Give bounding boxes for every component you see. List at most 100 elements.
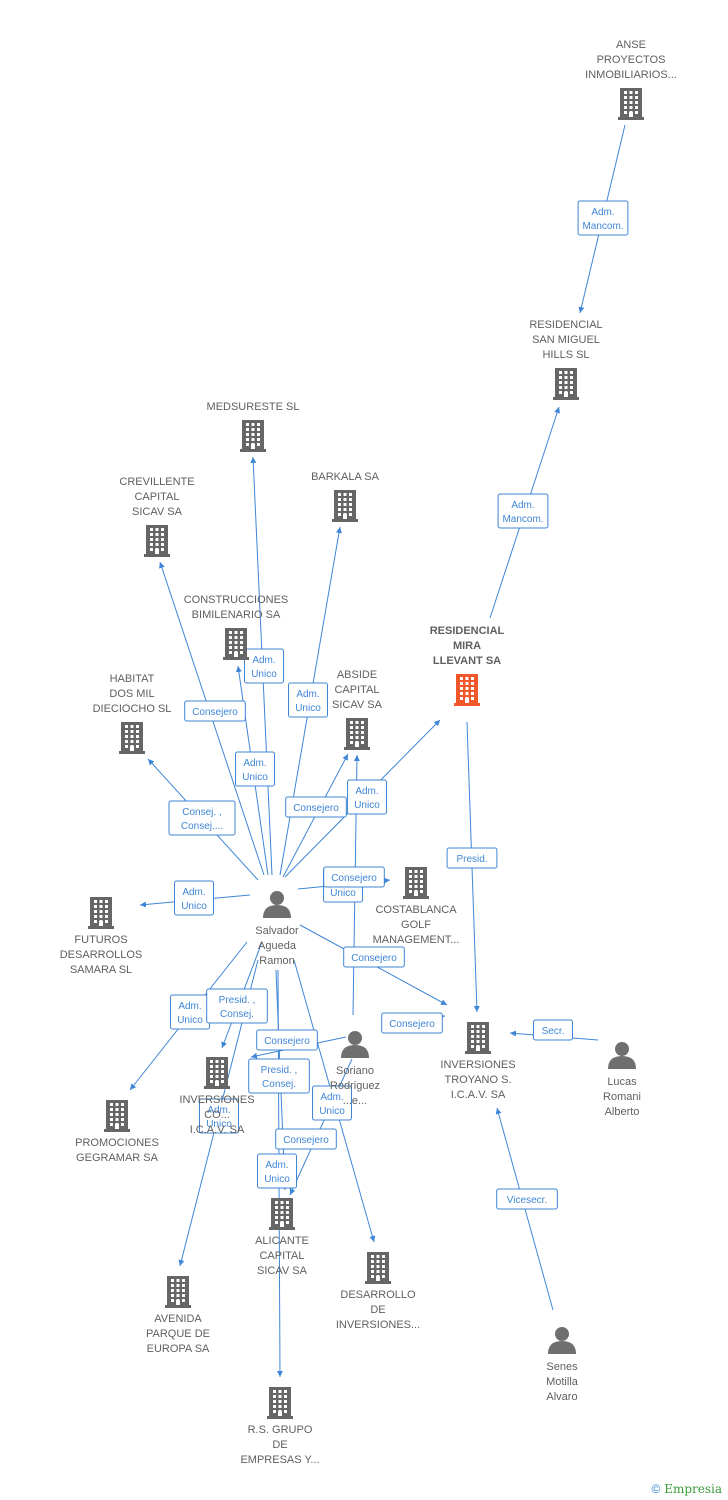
edge-label[interactable]: Adm. Unico	[244, 648, 284, 684]
edge-label[interactable]: Secr.	[533, 1019, 573, 1041]
node-label: RESIDENCIAL	[430, 625, 505, 637]
edge-label-text: Consejero	[192, 707, 238, 718]
edge-labels-layer: Adm.Mancom.Adm.Mancom.Adm.UnicoAdm.Unico…	[168, 200, 629, 1210]
edge-label-text: Unico	[251, 669, 277, 680]
node-label: I.C.A.V. SA	[451, 1089, 506, 1101]
edge-label[interactable]: Adm. Unico	[347, 779, 387, 815]
edge-label-text: Adm.	[182, 887, 205, 898]
building-icon	[204, 1057, 230, 1089]
edge-label-box	[244, 648, 284, 684]
edge-label-text: Adm.	[178, 1001, 201, 1012]
footer-brand[interactable]: © Empresia	[652, 1482, 722, 1496]
edge-label[interactable]: Adm. Unico	[170, 994, 210, 1030]
building-icon	[365, 1252, 391, 1284]
node-label: SICAV SA	[132, 506, 183, 518]
node-barkala[interactable]: BARKALA SA	[311, 471, 380, 522]
edge-label[interactable]: Presid. ,Consej.	[248, 1058, 310, 1094]
node-label: ABSIDE	[337, 669, 377, 681]
edge-label[interactable]: Presid. ,Consej.	[206, 988, 268, 1024]
node-label: CAPITAL	[259, 1250, 304, 1262]
node-label: FUTUROS	[74, 934, 127, 946]
node-label: DE	[370, 1304, 385, 1316]
edge-label[interactable]: Consejero	[184, 700, 246, 722]
edge-label-box	[323, 866, 385, 888]
building-icon	[618, 88, 644, 120]
edge-label[interactable]: Consejero	[381, 1012, 443, 1034]
building-icon	[332, 490, 358, 522]
edge-label-text: Adm.	[296, 689, 319, 700]
building-icon	[240, 420, 266, 452]
edge-label[interactable]: Consej. ,Consej....	[168, 800, 236, 836]
node-label: R.S. GRUPO	[248, 1424, 313, 1436]
node-futuros[interactable]: FUTUROS DESARROLLOS SAMARA SL	[60, 897, 143, 976]
edge-label-text: Secr.	[542, 1026, 565, 1037]
edge-label[interactable]: Adm.Unico	[288, 682, 328, 718]
node-label: BARKALA SA	[311, 471, 380, 483]
copyright-symbol: ©	[651, 1482, 661, 1496]
edge-label-box	[168, 800, 236, 836]
edge-label-text: Adm.	[511, 500, 534, 511]
edge-label[interactable]: Consejero	[256, 1029, 318, 1051]
edge-label-box	[256, 1029, 318, 1051]
edge-label-text: Adm.	[355, 786, 378, 797]
edge-label[interactable]: Presid.	[446, 847, 498, 869]
edge-label[interactable]: Consejero	[285, 796, 347, 818]
edge-label[interactable]: Adm.Mancom.	[577, 200, 629, 236]
edge-label[interactable]: Adm. Mancom.	[497, 493, 549, 529]
node-label: BIMILENARIO SA	[192, 609, 281, 621]
edge-label-text: Consej.	[262, 1079, 296, 1090]
edge-label[interactable]: Consejero	[343, 946, 405, 968]
node-label: GEGRAMAR SA	[76, 1152, 159, 1164]
node-costablanca[interactable]: COSTABLANCAGOLFMANAGEMENT...	[373, 867, 460, 946]
edge-label[interactable]: Adm.Unico	[257, 1153, 297, 1189]
node-label: CAPITAL	[334, 684, 379, 696]
edge-label[interactable]: Adm.Unico	[174, 880, 214, 916]
edge-label-text: Consej....	[181, 821, 223, 832]
node-label: SAMARA SL	[70, 964, 132, 976]
node-label: INVERSIONES...	[336, 1319, 420, 1331]
edge-label[interactable]: Adm.Unico	[199, 1098, 239, 1134]
edge-label[interactable]: Consejero	[323, 866, 385, 888]
edge-label-text: Unico	[319, 1106, 345, 1117]
edge-label[interactable]: Consejero	[275, 1128, 337, 1150]
person-icon	[341, 1031, 369, 1058]
edge-label-text: Unico	[177, 1015, 203, 1026]
edge-label[interactable]: Adm.Unico	[312, 1085, 352, 1121]
person-icon	[608, 1042, 636, 1069]
node-desarrollo[interactable]: DESARROLLODEINVERSIONES...	[336, 1252, 420, 1331]
edge-label-text: Consejero	[331, 873, 377, 884]
edge-label-text: Adm.	[252, 655, 275, 666]
edge-label[interactable]: Vicesecr.	[496, 1188, 558, 1210]
node-label: GOLF	[401, 919, 431, 931]
node-medsureste[interactable]: MEDSURESTE SL	[207, 401, 300, 452]
edge-label-text: Consejero	[283, 1135, 329, 1146]
edge-label-text: Adm.	[591, 207, 614, 218]
edge-label-text: Unico	[354, 800, 380, 811]
edge-label-box	[497, 493, 549, 529]
edge-label[interactable]: Adm.Unico	[235, 751, 275, 787]
node-label: HABITAT	[110, 673, 155, 685]
edge-label-text: Mancom.	[502, 514, 543, 525]
node-soriano[interactable]: SorianoRodriguez...e...	[330, 1031, 380, 1107]
node-label: DESARROLLOS	[60, 949, 143, 961]
edge-label-box	[206, 988, 268, 1024]
node-label: INMOBILIARIOS...	[585, 69, 677, 81]
node-anse[interactable]: ANSEPROYECTOSINMOBILIARIOS...	[585, 39, 677, 120]
